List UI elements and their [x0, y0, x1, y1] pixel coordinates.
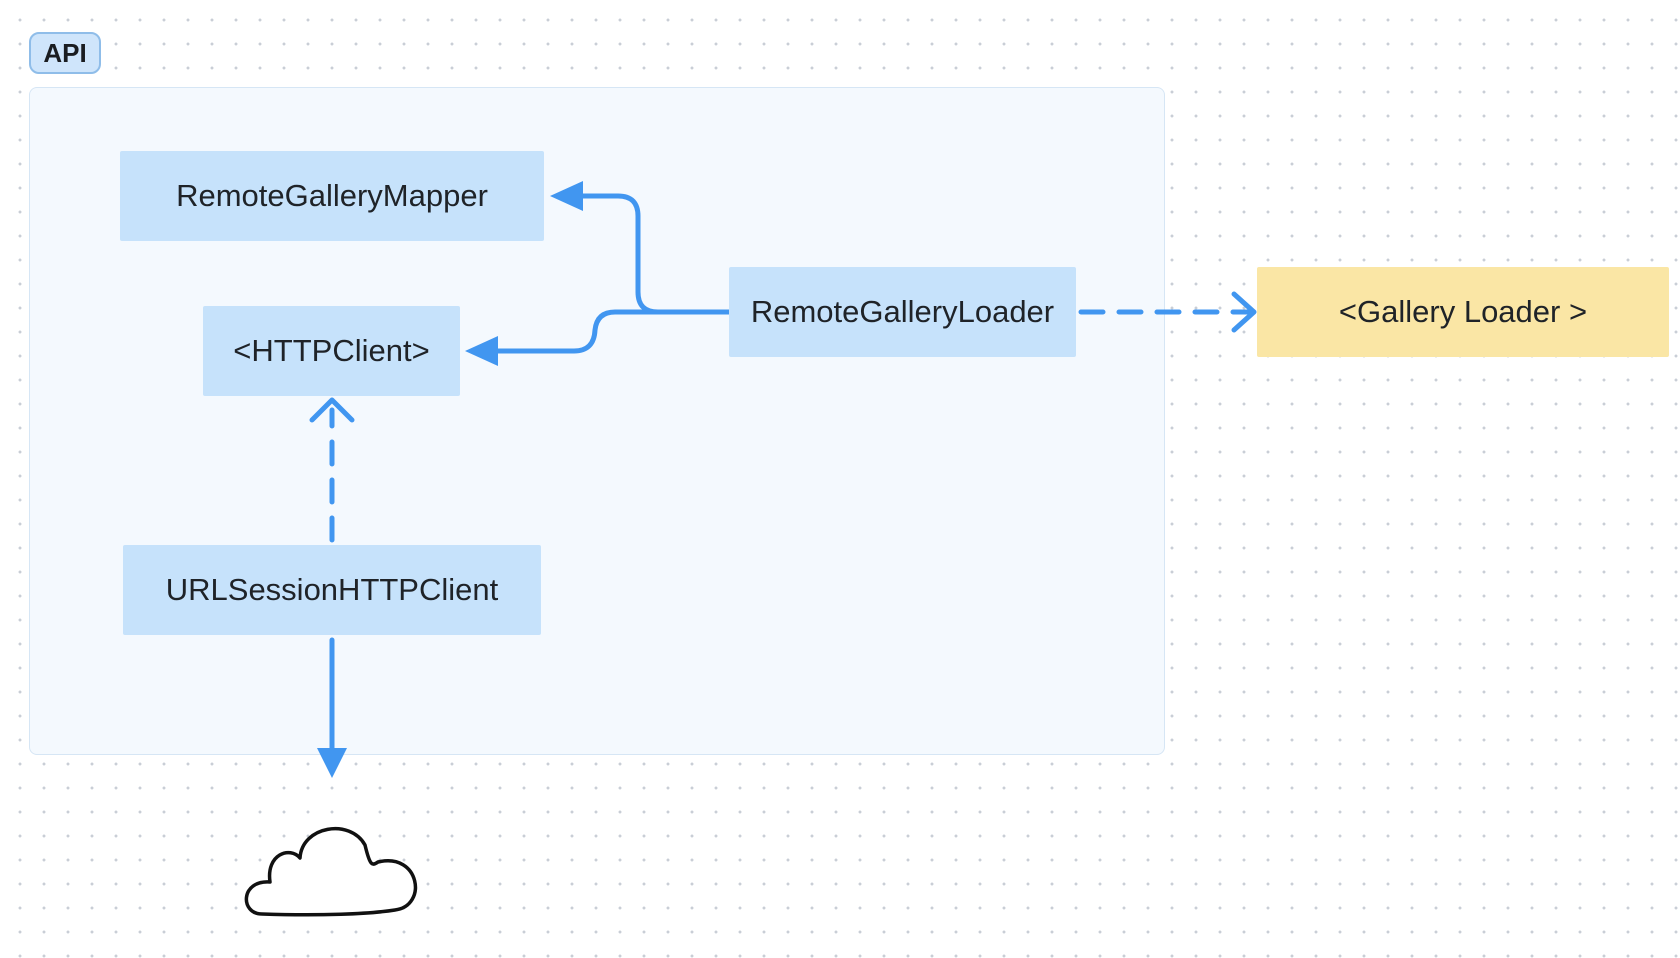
api-group-label[interactable]: API — [29, 32, 101, 74]
url-session-http-client-node[interactable]: URLSessionHTTPClient — [123, 545, 541, 635]
gallery-loader-protocol-node[interactable]: <Gallery Loader > — [1257, 267, 1669, 357]
remote-gallery-mapper-node[interactable]: RemoteGalleryMapper — [120, 151, 544, 241]
http-client-protocol-node[interactable]: <HTTPClient> — [203, 306, 460, 396]
cloud-icon[interactable] — [244, 827, 418, 917]
arrowhead-to-gallery-loader — [1231, 291, 1257, 333]
remote-gallery-loader-node[interactable]: RemoteGalleryLoader — [729, 267, 1076, 357]
